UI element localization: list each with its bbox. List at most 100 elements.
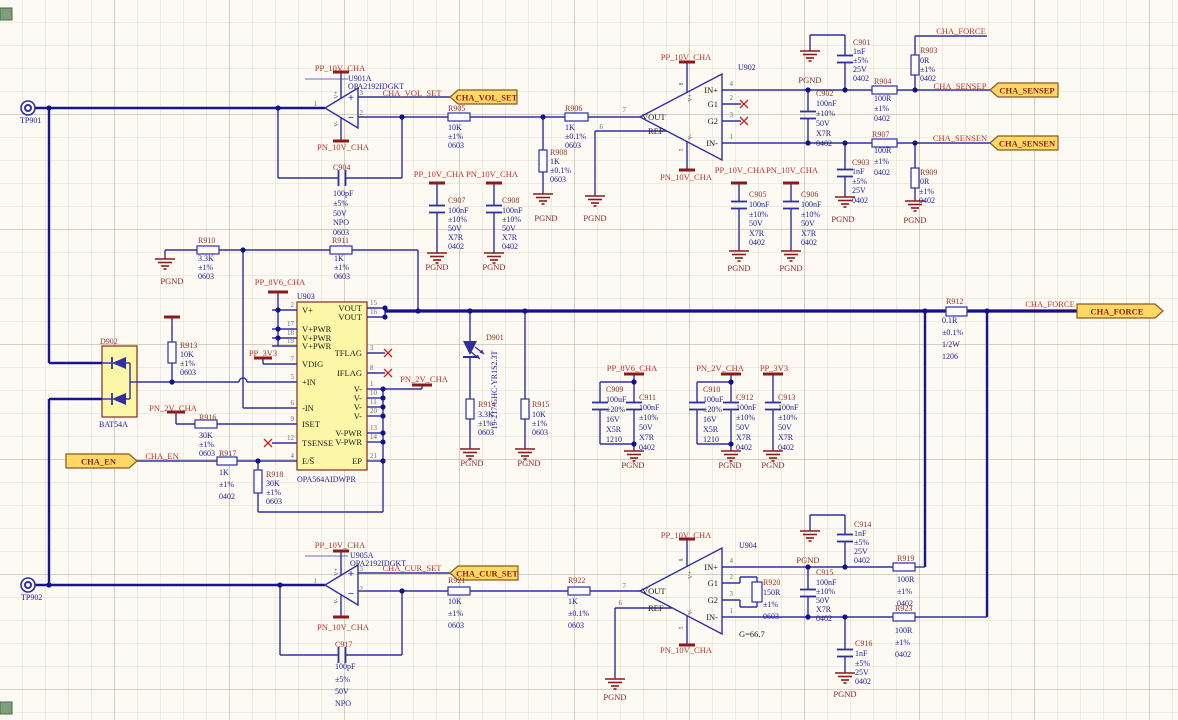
no-connect-icon (383, 348, 393, 358)
value-label: 50V (816, 596, 830, 605)
ground-label: PGND (761, 460, 784, 470)
pin-name: V+PWR (302, 324, 332, 334)
resistor-R912[interactable] (945, 306, 968, 317)
value-label: 100R (895, 626, 913, 635)
port-CHA_SENSEP[interactable] (989, 82, 1059, 98)
ref-designator: C908 (502, 196, 519, 205)
ref-designator: R910 (198, 236, 215, 245)
diode-icon[interactable] (112, 357, 126, 369)
value-label: ±5% (333, 199, 348, 208)
resistor-R916[interactable] (194, 419, 218, 429)
resistor-R914[interactable] (465, 398, 475, 420)
opamp-symbol-U901A[interactable] (323, 86, 359, 130)
resistor-R907[interactable] (871, 138, 898, 148)
net-label: CHA_SENSEP (934, 81, 987, 91)
value-label: ±10% (639, 413, 658, 422)
ref-designator: D901 (486, 333, 504, 342)
port-CHA_FORCE[interactable] (1076, 303, 1164, 319)
pin-number: 3 (370, 344, 374, 352)
pin-number: 1 (314, 100, 318, 108)
resistor-R915[interactable] (520, 398, 530, 420)
resistor-R917[interactable] (216, 456, 238, 466)
opamp-symbol-U904[interactable] (638, 546, 723, 636)
pin-name: IN- (706, 138, 718, 148)
pin-number: 3 (360, 89, 364, 97)
port-label: CHA_FORCE (1091, 307, 1144, 317)
port-CHA_CUR_SET[interactable] (449, 565, 519, 581)
pin-number: 1 (314, 577, 318, 585)
ref-designator: R906 (565, 104, 582, 113)
resistor-R910[interactable] (196, 245, 220, 255)
ic-body-U903[interactable] (296, 301, 368, 471)
ref-designator: R903 (920, 46, 937, 55)
value-label: ±1% (448, 609, 463, 618)
pin-name: TSENSE (302, 438, 333, 448)
junction-dot (805, 614, 811, 620)
port-CHA_SENSEN[interactable] (989, 135, 1059, 151)
value-label: ±1% (199, 440, 214, 449)
resistor-R903[interactable] (910, 54, 920, 76)
resistor-R911[interactable] (329, 245, 353, 255)
led-icon[interactable] (463, 341, 477, 355)
value-label: 0402 (920, 74, 936, 83)
testpoint-icon[interactable] (24, 104, 32, 112)
resistor-R908[interactable] (538, 149, 548, 173)
value-label: 19-217/GHC-YR1S2.3T (490, 350, 499, 429)
ground-label: PGND (798, 75, 821, 85)
junction-dot (631, 379, 637, 385)
junction-dot (240, 247, 246, 253)
junction-dot (805, 140, 811, 146)
resistor-R921[interactable] (447, 586, 471, 596)
value-label: X7R (816, 129, 832, 138)
ref-designator: C913 (778, 393, 795, 402)
ref-designator: R922 (568, 576, 585, 585)
value-label: 100nF (448, 206, 469, 215)
pin-number: 2 (360, 109, 364, 117)
junction-dot (169, 379, 175, 385)
value-label: 10K (448, 123, 462, 132)
ref-designator: R923 (895, 604, 912, 613)
ref-designator: C914 (854, 520, 871, 529)
resistor-R909[interactable] (910, 167, 920, 189)
value-label: X7R (639, 433, 655, 442)
value-label: OPA2192IDGKT (350, 559, 406, 568)
resistor-R905[interactable] (447, 112, 471, 122)
value-label: ±5% (853, 56, 868, 65)
ground-label: PGND (718, 460, 741, 470)
resistor-R922[interactable] (567, 586, 591, 596)
pin-number: 4 (730, 80, 734, 88)
pin-number: 11 (370, 398, 377, 406)
resistor-R923[interactable] (892, 612, 916, 622)
opamp-symbol-U902[interactable] (638, 72, 723, 162)
testpoint-label: TP902 (21, 593, 42, 602)
ref-designator: R908 (550, 148, 567, 157)
value-label: U903 (297, 292, 315, 301)
pin-name: G=66.7 (739, 629, 765, 639)
resistor-R920[interactable] (751, 581, 763, 603)
testpoint-icon[interactable] (24, 581, 32, 589)
testpoint-icon[interactable] (20, 577, 36, 593)
port-CHA_VOL_SET[interactable] (449, 89, 518, 105)
resistor-R918[interactable] (253, 469, 263, 494)
pin-name: V- (354, 411, 362, 421)
net-label: PP_10V_CHA (715, 165, 766, 175)
value-label: 50V (736, 423, 750, 432)
ref-designator: D902 (100, 337, 118, 346)
pin-number: 2 (730, 94, 734, 102)
resistor-R919[interactable] (892, 562, 916, 572)
resistor-R913[interactable] (167, 341, 177, 364)
diode-icon[interactable] (112, 393, 126, 405)
testpoint-icon[interactable] (20, 100, 36, 116)
port-CHA_EN[interactable] (65, 453, 138, 469)
resistor-R906[interactable] (564, 112, 589, 122)
ref-designator: R918 (266, 470, 283, 479)
resistor-R904[interactable] (871, 85, 898, 95)
pin-label-small: V+ (688, 94, 694, 102)
value-label: 0603 (266, 497, 282, 506)
ref-designator: R916 (199, 413, 216, 422)
value-label: ±1% (334, 263, 349, 272)
value-label: ±0.1% (565, 132, 586, 141)
pin-number: 18 (287, 329, 295, 337)
opamp-symbol-U905A[interactable] (323, 563, 359, 607)
